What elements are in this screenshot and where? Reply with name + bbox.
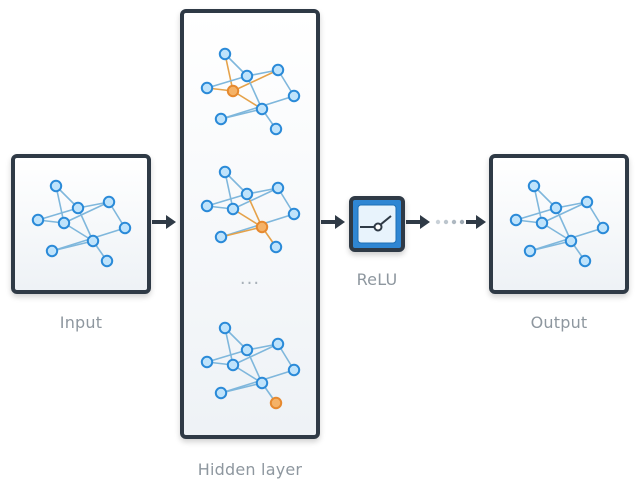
graph-node (269, 122, 283, 136)
graph-edge (541, 201, 588, 224)
graph-edge (220, 226, 263, 238)
graph-edge (63, 201, 110, 224)
graph-node (214, 386, 228, 400)
graph-edge (224, 53, 234, 92)
graph-node (100, 254, 114, 268)
graph-edge (206, 75, 248, 89)
graph-node (200, 199, 214, 213)
graph-node (226, 202, 240, 216)
input-graph (31, 179, 132, 268)
graph-node (218, 321, 232, 335)
graph-node (214, 230, 228, 244)
hidden-ellipsis: ... (239, 268, 261, 289)
graph-node (240, 69, 254, 83)
highlighted-graph-node (255, 220, 269, 234)
graph-node (287, 363, 301, 377)
graph-node (271, 181, 285, 195)
graph-node (240, 187, 254, 201)
input-label: Input (59, 313, 103, 332)
graph-node (509, 213, 523, 227)
graph-edge (220, 108, 263, 120)
graph-edge (206, 349, 248, 363)
graph-node (49, 179, 63, 193)
graph-node (578, 254, 592, 268)
graph-edge (220, 382, 263, 394)
graph-node (287, 207, 301, 221)
graph-node (102, 195, 116, 209)
graph-node (118, 221, 132, 235)
graph-node (535, 216, 549, 230)
graph-node (71, 201, 85, 215)
graph-edge (515, 207, 557, 221)
graph-node (226, 358, 240, 372)
graph-edge (55, 185, 65, 224)
graph-node (287, 89, 301, 103)
graph-node (255, 376, 269, 390)
graph-edge (37, 207, 79, 221)
graph-node (564, 234, 578, 248)
graph-edge (232, 69, 279, 92)
arrow-input-to-hidden (152, 215, 176, 229)
graph-edge (206, 193, 248, 207)
relu-switch-icon (357, 204, 397, 244)
graph-node (86, 234, 100, 248)
graph-node (271, 63, 285, 77)
relu-block (349, 196, 405, 252)
highlighted-graph-node (269, 396, 283, 410)
graph-node (57, 216, 71, 230)
hidden-graph-top (200, 47, 301, 136)
graph-edge (224, 171, 234, 210)
graph-node (271, 337, 285, 351)
graph-node (45, 244, 59, 258)
graph-edge (51, 240, 94, 252)
graph-node (527, 179, 541, 193)
graph-edge (232, 187, 279, 210)
hidden-graph-bottom (200, 321, 301, 410)
graph-node (580, 195, 594, 209)
relu-label: ReLU (356, 270, 398, 289)
highlighted-graph-node (226, 84, 240, 98)
graph-node (200, 355, 214, 369)
output-graph (509, 179, 610, 268)
graph-node (240, 343, 254, 357)
arrow-hidden-to-relu (321, 215, 345, 229)
hidden-graph-middle (200, 165, 301, 254)
arrow-relu-to-output (406, 215, 486, 229)
graph-node (269, 240, 283, 254)
graph-node (255, 102, 269, 116)
graph-node (200, 81, 214, 95)
graph-node (218, 47, 232, 61)
graph-edge (533, 185, 543, 224)
graph-edge (529, 240, 572, 252)
graph-node (218, 165, 232, 179)
graph-node (549, 201, 563, 215)
graph-node (31, 213, 45, 227)
graph-node (523, 244, 537, 258)
output-label: Output (530, 313, 588, 332)
graph-node (596, 221, 610, 235)
graph-edge (232, 343, 279, 366)
hidden-layer-label: Hidden layer (197, 460, 303, 479)
graph-edge (224, 327, 234, 366)
graph-node (214, 112, 228, 126)
